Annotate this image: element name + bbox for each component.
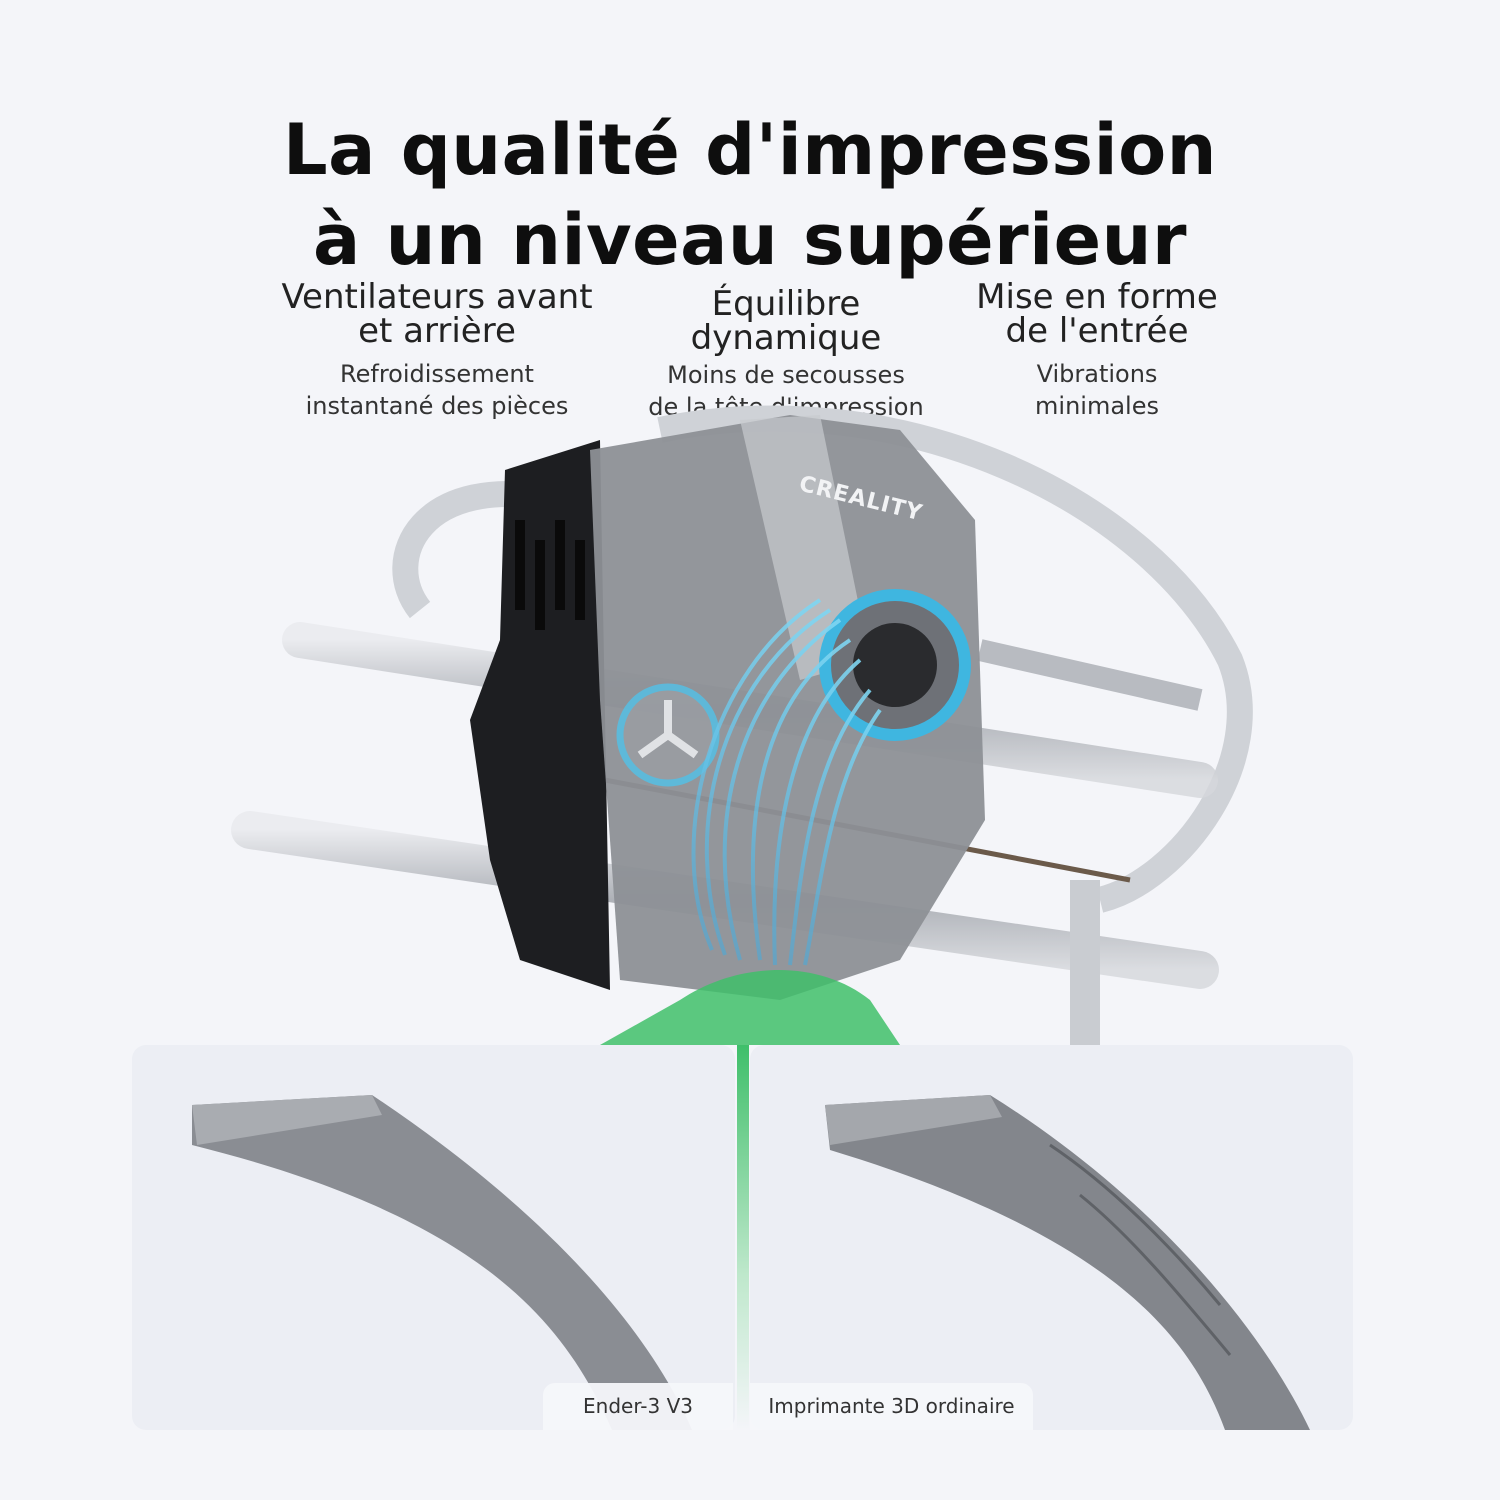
label-ordinary: Imprimante 3D ordinaire	[750, 1383, 1033, 1430]
center-green-filament	[737, 1045, 749, 1430]
printed-part-green	[600, 970, 900, 1045]
airflow	[691, 598, 882, 966]
smooth-print-sample	[192, 1095, 692, 1430]
frame-post	[1070, 880, 1100, 1045]
comparison-panel-ordinary	[750, 1045, 1353, 1430]
vent-slots	[515, 520, 585, 630]
label-ender: Ender-3 V3	[543, 1383, 733, 1430]
carriage	[470, 440, 610, 990]
headline: La qualité d'impression à un niveau supé…	[0, 105, 1500, 285]
comparison-panel-ender	[132, 1045, 735, 1430]
headline-line-1: La qualité d'impression	[282, 109, 1217, 191]
rough-print-sample	[825, 1095, 1310, 1430]
headline-line-2: à un niveau supérieur	[313, 199, 1187, 281]
